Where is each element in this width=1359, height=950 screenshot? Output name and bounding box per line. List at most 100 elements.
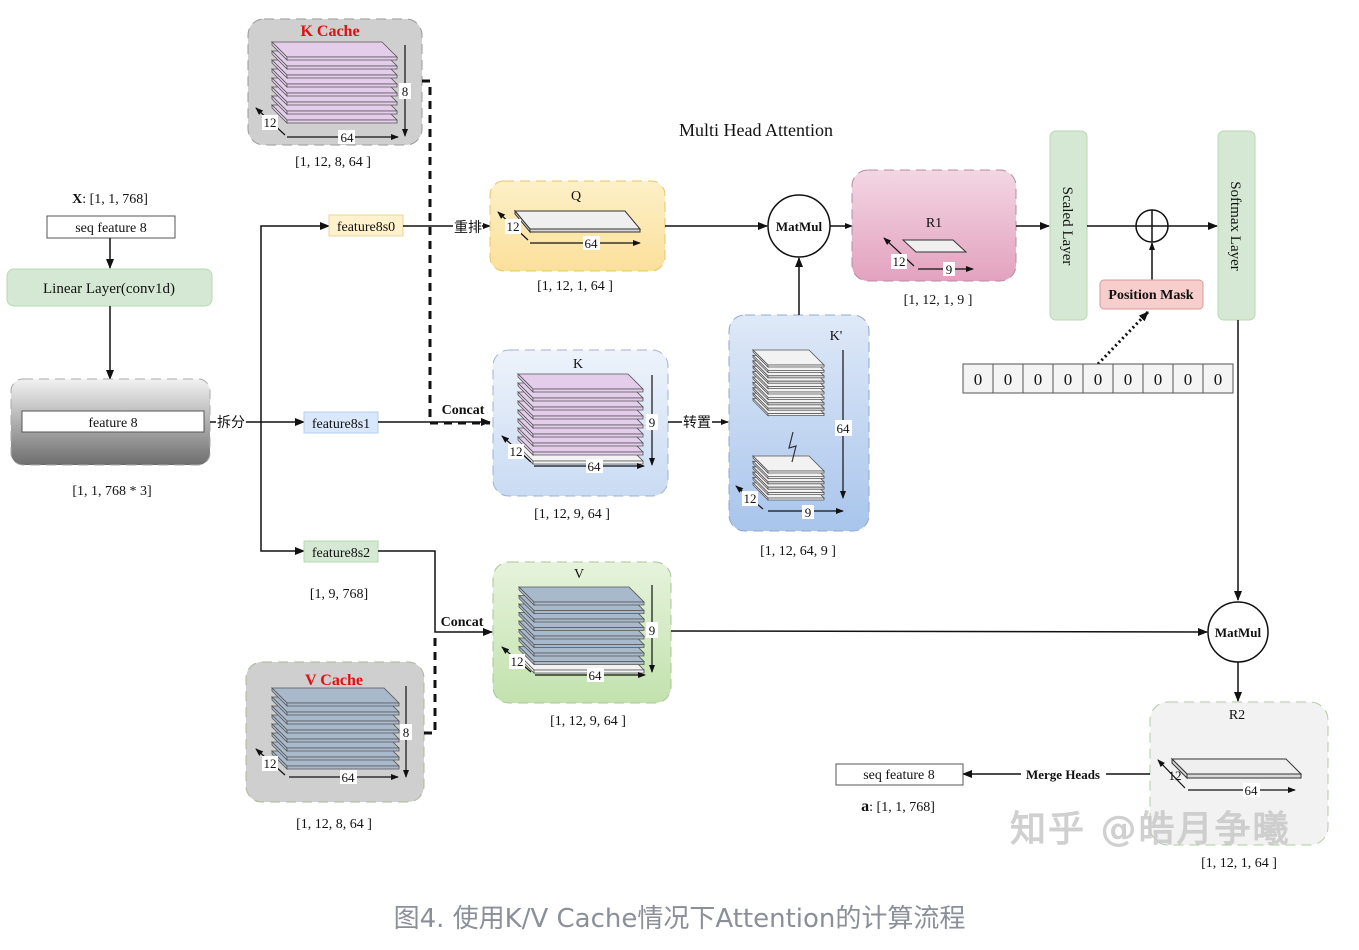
v-cache-depth-bg — [262, 756, 278, 771]
k-cache-height: 8 — [402, 84, 409, 99]
slab-edge — [533, 635, 645, 640]
v-cache-height-bg — [400, 724, 412, 740]
k-width-bg — [586, 459, 603, 473]
r2-depth: 12 — [1169, 768, 1182, 783]
slab-edge — [767, 380, 825, 384]
slab-edge — [532, 415, 644, 420]
r2-depth-arrow — [1157, 759, 1186, 789]
k-cache-width: 64 — [341, 130, 355, 145]
v-height: 9 — [649, 623, 656, 638]
slab — [517, 373, 644, 390]
slab-edge — [286, 56, 398, 61]
slab-edge — [286, 101, 398, 106]
k-cache-width-bg — [338, 130, 355, 144]
mask-cell — [962, 363, 994, 394]
watermark: 知乎 @皓月争曦 — [1010, 809, 1291, 850]
mask-cell — [1052, 363, 1084, 394]
kprime-depth: 12 — [744, 491, 757, 506]
slab-edge — [532, 397, 644, 402]
split-s1-label: feature8s1 — [312, 417, 370, 432]
v-cache-width-bg — [340, 770, 357, 784]
slab-edge — [533, 601, 645, 606]
merge-heads-label: Merge Heads — [1026, 767, 1100, 782]
k-transpose-label: 转置 — [683, 415, 711, 431]
output-shape-label: a: [1, 1, 768] — [861, 798, 935, 815]
r1-depth-bg — [891, 254, 907, 269]
mask-cell-value: 0 — [1214, 370, 1223, 389]
slab-edge — [286, 720, 400, 725]
kprime-break-icon — [788, 431, 797, 463]
slab-edge — [286, 702, 400, 707]
k-cache-stack — [271, 41, 398, 124]
k-height-bg — [646, 414, 658, 430]
r1-slab — [901, 239, 968, 253]
mask-cell-value: 0 — [1094, 370, 1103, 389]
kprime-depth-bg — [742, 491, 758, 506]
k-shape: [1, 12, 9, 64 ] — [534, 507, 610, 522]
k-height: 9 — [649, 415, 656, 430]
slab-edge — [286, 756, 400, 761]
k-width: 64 — [588, 459, 602, 474]
r2-width-bg — [1243, 783, 1260, 797]
slab-edge — [767, 386, 825, 390]
r2-slab — [1170, 757, 1303, 780]
input-seq-label: seq feature 8 — [75, 221, 147, 236]
q-rearrange-label: 重排 — [454, 220, 482, 236]
slab-edge — [767, 407, 825, 411]
slab-edge — [286, 92, 398, 97]
k-concat-label: Concat — [442, 403, 485, 418]
k-cache-concat-connector — [422, 79, 490, 425]
slab-edge — [533, 652, 645, 657]
figure-caption: 图4. 使用K/V Cache情况下Attention的计算流程 — [393, 904, 966, 934]
input-shape-label: X: [1, 1, 768] — [72, 192, 148, 207]
mask-cell-value: 0 — [1154, 370, 1163, 389]
v-shape: [1, 12, 9, 64 ] — [550, 714, 626, 729]
slab-edge — [533, 618, 645, 623]
q-slab — [513, 209, 642, 234]
position-mask-label: Position Mask — [1108, 288, 1193, 303]
mask-cell-value: 0 — [1124, 370, 1133, 389]
split-s2-shape: [1, 9, 768] — [310, 587, 368, 602]
arrow-to-s0 — [260, 222, 330, 422]
r1-depth-arrow — [883, 237, 915, 267]
q-title: Q — [571, 189, 581, 204]
slab-edge — [533, 644, 645, 648]
slab-edge — [767, 375, 825, 379]
slab-edge — [532, 406, 644, 411]
slab-edge — [532, 424, 644, 429]
slab-edge — [533, 610, 645, 614]
r2-title: R2 — [1229, 708, 1245, 723]
v-width: 64 — [589, 668, 603, 683]
r1-width: 9 — [946, 262, 953, 277]
r1-shape: [1, 12, 1, 9 ] — [904, 293, 973, 308]
slab-edge — [767, 369, 825, 373]
slab-edge — [767, 486, 825, 490]
kprime-height: 64 — [837, 421, 851, 436]
r1-depth: 12 — [893, 254, 906, 269]
kprime-shape: [1, 12, 64, 9 ] — [760, 544, 836, 559]
output-seq-box — [835, 763, 964, 786]
mask-cell — [1112, 363, 1144, 394]
kprime-width: 9 — [805, 505, 812, 520]
arrow-v-to-matmul2 — [670, 627, 1208, 636]
matmul1-label: MatMul — [776, 219, 823, 234]
r1-width-bg — [943, 262, 955, 276]
slab-edge — [767, 391, 825, 395]
slab-edge — [286, 765, 400, 770]
k-title: K — [573, 357, 583, 372]
softmax-layer-box — [1217, 130, 1256, 321]
diagram-title: Multi Head Attention — [679, 120, 833, 140]
slab-edge — [286, 65, 398, 70]
k-depth-bg — [508, 444, 524, 459]
k-stack — [517, 373, 644, 465]
v-cache-height: 8 — [403, 725, 410, 740]
v-cache-title: V Cache — [305, 672, 363, 689]
slab-edge — [532, 451, 644, 456]
mask-cell — [1022, 363, 1054, 394]
slab-edge — [532, 388, 644, 393]
mask-cell — [1172, 363, 1204, 394]
slab-edge — [533, 661, 645, 665]
position-mask-box — [1099, 279, 1204, 310]
mask-cell — [992, 363, 1024, 394]
slab-edge — [767, 492, 825, 496]
